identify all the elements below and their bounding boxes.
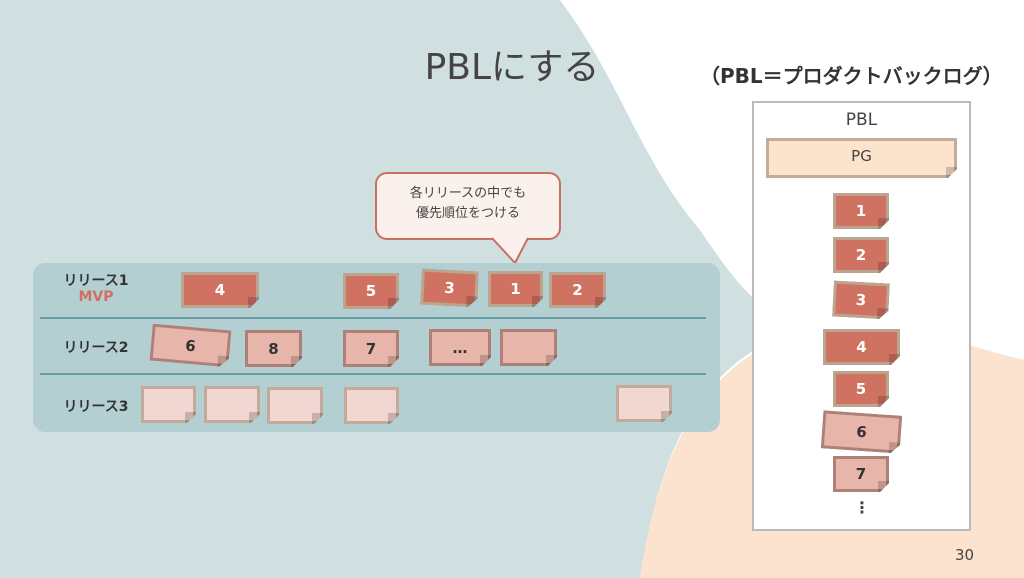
divider: [40, 317, 706, 319]
sticky-note[interactable]: 2: [549, 272, 606, 308]
callout-line: 各リリースの中でも: [409, 186, 527, 201]
sticky-note[interactable]: [267, 387, 323, 424]
callout-line: 優先順位をつける: [415, 206, 520, 221]
pbl-item[interactable]: 6: [821, 410, 902, 453]
pbl-title: PBL: [845, 110, 878, 130]
sticky-note[interactable]: 4: [181, 272, 259, 308]
page-number: 30: [955, 546, 975, 564]
sticky-note[interactable]: 8: [245, 330, 302, 367]
release-1-label: リリース1: [63, 273, 129, 289]
slide-title: PBLにする: [424, 47, 600, 88]
pbl-item[interactable]: 7: [833, 456, 889, 492]
sticky-note[interactable]: 5: [343, 273, 399, 309]
sticky-note[interactable]: 1: [488, 271, 543, 307]
sticky-note[interactable]: 7: [343, 330, 399, 367]
pbl-item[interactable]: 5: [833, 371, 889, 407]
sticky-note[interactable]: …: [429, 329, 491, 366]
pbl-item[interactable]: 4: [823, 329, 900, 365]
sticky-note[interactable]: 3: [420, 269, 479, 308]
divider: [40, 373, 706, 375]
release-2-label: リリース2: [63, 340, 129, 356]
mvp-label: MVP: [78, 289, 114, 305]
callout-tail: [491, 236, 529, 265]
more-items-indicator: ⋮: [854, 498, 870, 517]
sticky-note[interactable]: [204, 386, 260, 423]
sticky-note[interactable]: [616, 385, 672, 422]
pg-sticky[interactable]: PG: [766, 138, 957, 178]
sticky-note[interactable]: [344, 387, 399, 424]
callout-bubble: 各リリースの中でも 優先順位をつける: [375, 172, 561, 240]
slide-subtitle: （PBL＝プロダクトバックログ）: [700, 64, 1003, 88]
release-3-label: リリース3: [63, 399, 129, 415]
sticky-note[interactable]: [500, 329, 557, 366]
pbl-item[interactable]: 1: [833, 193, 889, 229]
pbl-item[interactable]: 3: [832, 281, 890, 320]
sticky-note[interactable]: [141, 386, 196, 423]
sticky-note[interactable]: 6: [150, 324, 232, 368]
pbl-item[interactable]: 2: [833, 237, 889, 273]
